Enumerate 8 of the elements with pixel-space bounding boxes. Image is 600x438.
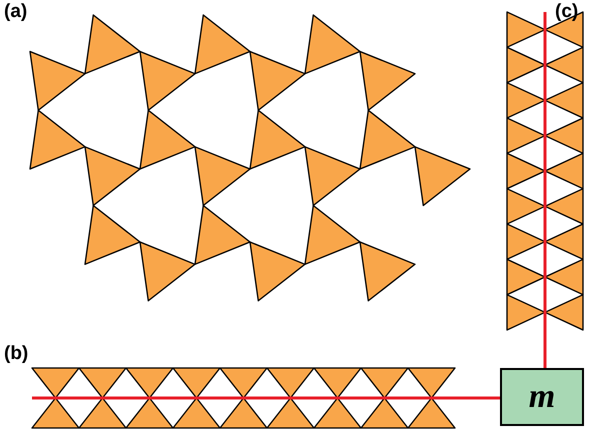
connector-line xyxy=(455,396,500,400)
variable-label: m xyxy=(528,378,556,416)
panel-label: (c) xyxy=(555,2,578,22)
process-box xyxy=(500,368,584,426)
panel-label: (b) xyxy=(4,344,28,364)
connector-line xyxy=(544,330,546,368)
triangle-chain-drawing xyxy=(31,367,456,429)
panel-label: (a) xyxy=(4,2,28,22)
